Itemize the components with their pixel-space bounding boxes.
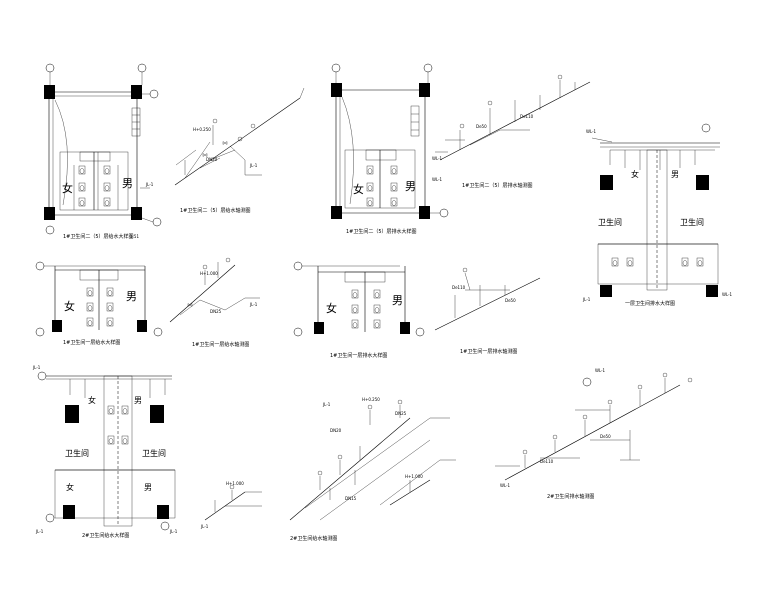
p12-de: De110 xyxy=(540,459,554,464)
p5-toilet-right: 卫生间 xyxy=(680,217,704,227)
p11-dn3: DN15 xyxy=(345,496,357,501)
p10-jl3: JL-1 xyxy=(169,529,178,534)
p5-jl: JL-1 xyxy=(582,297,591,302)
p9-de: De110 xyxy=(452,285,466,290)
plan-10: JL-1 女 男 卫生间 卫生间 女 男 JL-1 JL-1 2#卫生间给水大样… xyxy=(32,365,178,539)
caption-iso-7: 1#卫生间一层给水轴测图 xyxy=(192,341,249,348)
p5-female: 女 xyxy=(631,169,639,179)
iso-7: H+1.000 DN25 JL-1 1#卫生间一层给水轴测图 xyxy=(169,257,260,348)
p10-female-2: 女 xyxy=(66,482,74,492)
p6-male: 男 xyxy=(126,290,137,303)
plan-1: 女 男 JL-1 1#卫生间二（5）层给水大样图 1:51 xyxy=(44,63,162,240)
iso-2: H+0.250 DN20 JL-1 1#卫生间二（5）层给水轴测图 xyxy=(174,87,305,214)
p11-jl: JL-1 xyxy=(322,402,331,407)
p5-toilet-left: 卫生间 xyxy=(598,217,622,227)
p10-male: 男 xyxy=(134,396,142,405)
p12-wl: WL-1 xyxy=(595,368,606,373)
drain-size-1: De50 xyxy=(476,124,487,129)
male-label-3: 男 xyxy=(405,180,416,193)
caption-plan-8: 1#卫生间一层排水大样图 xyxy=(330,352,387,359)
p8-male: 男 xyxy=(392,294,403,307)
p10-toilet-right: 卫生间 xyxy=(142,448,166,458)
p11-dn2: DN20 xyxy=(330,428,342,433)
p10-jl2: JL-1 xyxy=(35,529,44,534)
p10-jl: JL-1 xyxy=(32,365,41,370)
p12-de50: De50 xyxy=(600,434,611,439)
p12-jl: WL-1 xyxy=(500,483,511,488)
p5-male: 男 xyxy=(671,170,679,179)
caption-iso-12: 2#卫生间排水轴测图 xyxy=(547,493,594,500)
p10-female: 女 xyxy=(88,395,96,405)
p11-h: H+0.250 xyxy=(362,397,380,402)
male-label: 男 xyxy=(122,177,133,190)
plan-6: 女 男 1#卫生间一层给水大样图 xyxy=(35,261,163,346)
iso-12: WL-1 De110 De50 WL-1 2#卫生间排水轴测图 xyxy=(495,368,693,500)
iso-small: H+1.000 JL-1 xyxy=(200,481,262,529)
pipe-label-wl: WL-1 xyxy=(432,177,443,182)
p7-jl: JL-1 xyxy=(249,302,258,307)
small-jl: JL-1 xyxy=(200,524,209,529)
pipe-label-jl: JL-1 xyxy=(145,182,154,187)
caption-iso-4: 1#卫生间二（5）层排水轴测图 xyxy=(462,182,533,189)
caption-iso-9: 1#卫生间一层排水轴测图 xyxy=(460,348,517,355)
iso-11: H+0.250 DN25 DN20 DN15 JL-1 H+1.000 2#卫生… xyxy=(289,397,456,542)
drain-size-2: De110 xyxy=(520,114,534,119)
size-label: DN20 xyxy=(206,157,218,162)
caption-iso-2: 1#卫生间二（5）层给水轴测图 xyxy=(180,207,251,214)
caption-plan-1: 1#卫生间二（5）层给水大样图 xyxy=(63,233,134,240)
p10-toilet-left: 卫生间 xyxy=(65,448,89,458)
caption-plan-6: 1#卫生间一层给水大样图 xyxy=(63,339,120,346)
drain-wl: WL-1 xyxy=(432,156,443,161)
caption-plan-3: 1#卫生间二（5）层排水大样图 xyxy=(346,228,417,235)
caption-plan-10: 2#卫生间给水大样图 xyxy=(82,532,129,539)
caption-iso-11: 2#卫生间给水轴测图 xyxy=(290,535,337,542)
p7-dn: DN25 xyxy=(210,309,222,314)
iso-9: De110 De50 1#卫生间一层排水轴测图 xyxy=(434,267,541,355)
p9-de50: De50 xyxy=(505,298,516,303)
p7-h: H+1.000 xyxy=(200,271,218,276)
p10-male-2: 男 xyxy=(144,483,152,492)
plan-3: 女 男 WL-1 1#卫生间二（5）层排水大样图 xyxy=(331,63,449,235)
scale-1: 1:51 xyxy=(130,234,139,239)
plan-5: WL-1 女 男 卫生间 卫生间 JL-1 WL-1 一层卫生间排水大样图 xyxy=(582,123,733,307)
small-h: H+1.000 xyxy=(226,481,244,486)
female-label-3: 女 xyxy=(353,182,364,196)
p5-wl2: WL-1 xyxy=(722,292,733,297)
caption-plan-5: 一层卫生间排水大样图 xyxy=(625,300,675,307)
pipe-label-jl2: JL-1 xyxy=(249,163,258,168)
p11-h2: H+1.000 xyxy=(405,474,423,479)
plan-8: 女 男 1#卫生间一层排水大样图 xyxy=(293,261,425,359)
elevation-label: H+0.250 xyxy=(193,127,211,132)
female-label: 女 xyxy=(62,181,73,195)
p11-dn: DN25 xyxy=(395,411,407,416)
p5-wl: WL-1 xyxy=(586,129,597,134)
iso-4: De50 De110 WL-1 1#卫生间二（5）层排水轴测图 xyxy=(432,74,591,189)
p6-female: 女 xyxy=(64,299,75,313)
p8-female: 女 xyxy=(326,301,337,315)
